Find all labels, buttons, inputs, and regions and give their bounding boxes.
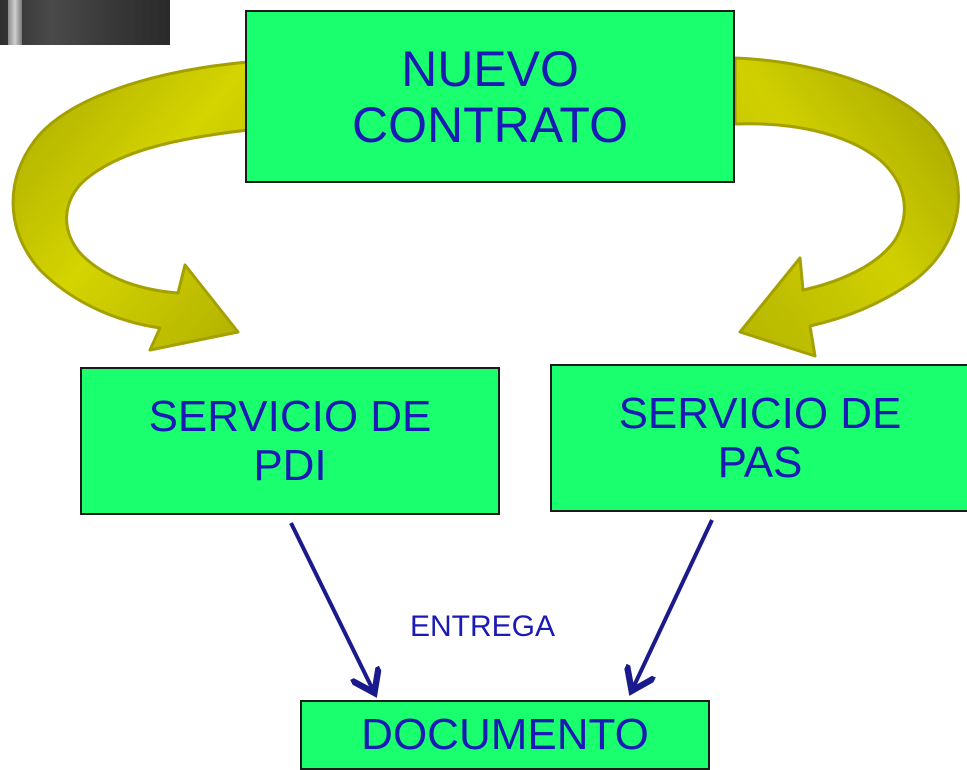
- photo-thumbnail: [0, 0, 170, 45]
- node-servicio-pas-line1: SERVICIO DE: [618, 388, 902, 438]
- node-servicio-pas: SERVICIO DE PAS: [550, 364, 967, 512]
- node-documento: DOCUMENTO: [300, 700, 710, 770]
- node-servicio-pdi: SERVICIO DE PDI: [80, 367, 500, 515]
- node-documento-line1: DOCUMENTO: [361, 710, 649, 759]
- node-servicio-pdi-line1: SERVICIO DE: [148, 391, 432, 441]
- arrow-pas-to-documento: [633, 519, 714, 688]
- arrow-pdi-to-documento: [289, 522, 373, 690]
- node-servicio-pdi-line2: PDI: [253, 441, 327, 490]
- node-nuevo-contrato: NUEVO CONTRATO: [245, 10, 735, 183]
- node-nuevo-contrato-line2: CONTRATO: [352, 96, 628, 153]
- curved-arrow-right: [733, 56, 960, 358]
- curved-arrow-left: [11, 60, 250, 352]
- node-servicio-pas-line2: PAS: [717, 438, 803, 487]
- edge-label-entrega: ENTREGA: [410, 610, 556, 643]
- node-nuevo-contrato-line1: NUEVO: [401, 40, 579, 97]
